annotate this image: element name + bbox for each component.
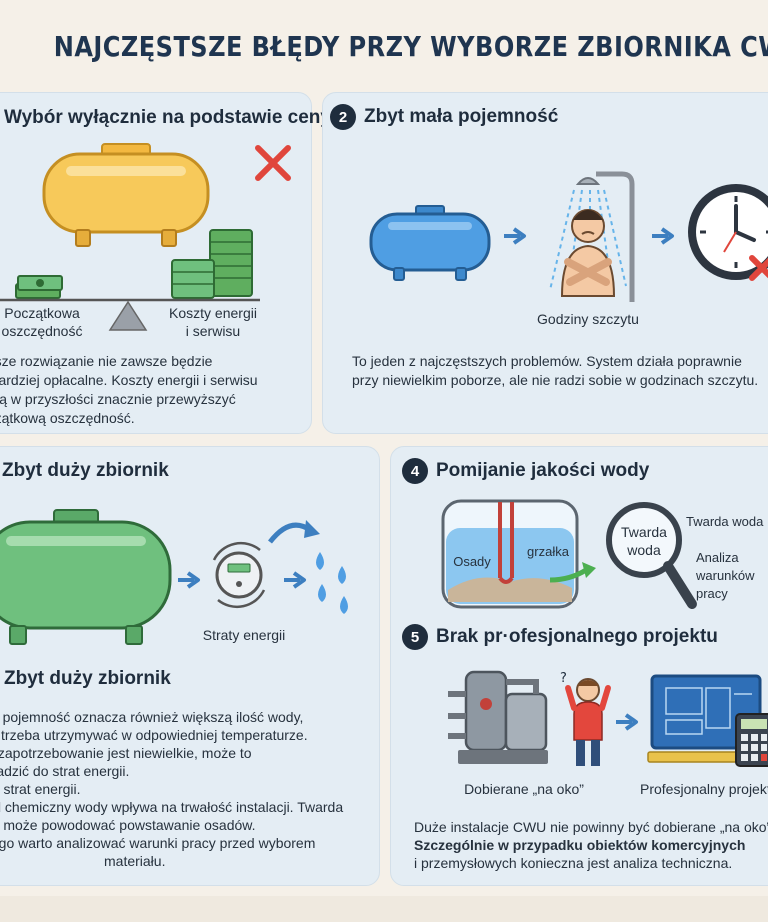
arrow-icon [549,562,596,583]
section-1-heading: Wybór wyłącznie na podstawie ceny [4,107,331,128]
tank-icon [369,205,491,281]
arrow-icon [178,571,200,589]
money-stack-icon [15,275,63,299]
magnifier-icon [606,502,697,609]
calculator-icon [735,713,768,767]
section-3-text-line: Dlatego warto analizować warunki pracy p… [0,835,316,851]
section-5-heading: 5 Brak pr·ofesjonalnego projektu [402,624,718,650]
label-peak-hours: Godziny szczytu [537,311,639,327]
section-3-text-line: Jeśli zapotrzebowanie jest niewielkie, m… [0,745,252,761]
section-3-text-line: Skład chemiczny wody wpływa na trwałość … [0,799,344,815]
label-energy-loss: Straty energii [202,627,286,643]
label-initial-saving-1: Początkowa [4,305,80,321]
bottom-strip [0,896,768,922]
label-analysis-2: warunków [696,568,755,583]
section-3-text-line: prowadzić do strat energii. [0,763,130,779]
section-5-text-line: i przemysłowych konieczna jest analiza t… [414,855,733,871]
arrow-icon [284,571,306,589]
page-title: NAJCZĘSTSZE BŁĘDY PRZY WYBORZE ZBIORNIKA… [53,30,768,63]
section-3-text-line: woda może powodować powstawanie osadów. [0,817,256,833]
label-heater: grzałka [527,544,569,559]
label-initial-saving-2: oszczędność [1,323,83,339]
label-hard-water: Twarda woda [686,514,764,529]
section-2-heading: 2 Zbyt mała pojemność [330,104,558,130]
label-energy-cost-2: i serwisu [185,323,241,339]
boiler-icon [448,670,548,764]
section-3-heading: Zbyt duży zbiornik [2,460,169,481]
section-5-badge: 5 [402,624,428,650]
section-5-text-line: Szczególnie w przypadku obiektów komercy… [414,837,746,853]
section-1-text-line: mogą w przyszłości znacznie przewyższyć [0,391,236,407]
section-2-text-line: przy niewielkim poborze, ale nie radzi s… [352,372,759,388]
section-3-text-line: do strat energii. [0,781,81,797]
confused-person-icon: ? [560,671,611,766]
label-hard-water-lens-2: woda [627,542,661,558]
label-analysis-3: pracy [696,586,728,601]
label-analysis-1: Analiza [696,550,739,565]
section-1-text-line: początkową oszczędność. [0,410,135,426]
shower-icon [549,171,635,302]
section-3-text-line: którą trzeba utrzymywać w odpowiedniej t… [0,727,308,743]
tank-icon [0,509,172,645]
balance-scale [0,298,260,331]
label-hard-water-lens-1: Twarda [621,524,667,540]
section-4-badge: 4 [402,458,428,484]
section-3-text-line: materiału. [104,853,166,869]
section-1-text-line: najbardziej opłacalne. Koszty energii i … [0,372,258,388]
section-1-text-line: Tańsze rozwiązanie nie zawsze będzie [0,353,213,369]
tank-icon [42,143,210,247]
label-by-eye: Dobierane „na oko” [464,781,584,797]
section-5-text-line: Duże instalacje CWU nie powinny być dobi… [414,819,768,835]
money-stack-icon [171,229,253,299]
section-2-badge: 2 [330,104,356,130]
section-2-text-line: To jeden z najczęstszych problemów. Syst… [352,353,742,369]
section-4-heading-text: Pomijanie jakości wody [436,460,650,482]
section-4-heading: 4 Pomijanie jakości wody [402,458,649,484]
x-mark-icon [255,145,291,181]
arrow-icon [504,227,526,245]
curved-arrow-icon [268,520,320,544]
label-professional-project: Profesjonalny projekt [640,781,768,797]
svg-text:?: ? [560,671,567,686]
energy-meter-icon [212,541,266,609]
section-2-heading-text: Zbyt mała pojemność [364,106,559,128]
water-drops-icon [316,552,348,614]
section-3-heading-repeat: Zbyt duży zbiornik [4,668,171,689]
section-3-text-line: Duża pojemność oznacza również większą i… [0,709,304,725]
label-sediment: Osady [453,554,491,569]
clock-icon [688,184,768,281]
section-5-heading-text: Brak pr·ofesjonalnego projektu [436,626,718,648]
arrow-icon [616,713,638,731]
arrow-icon [652,227,674,245]
label-energy-cost-1: Koszty energii [169,305,257,321]
tank-cross-section-icon [441,499,579,609]
